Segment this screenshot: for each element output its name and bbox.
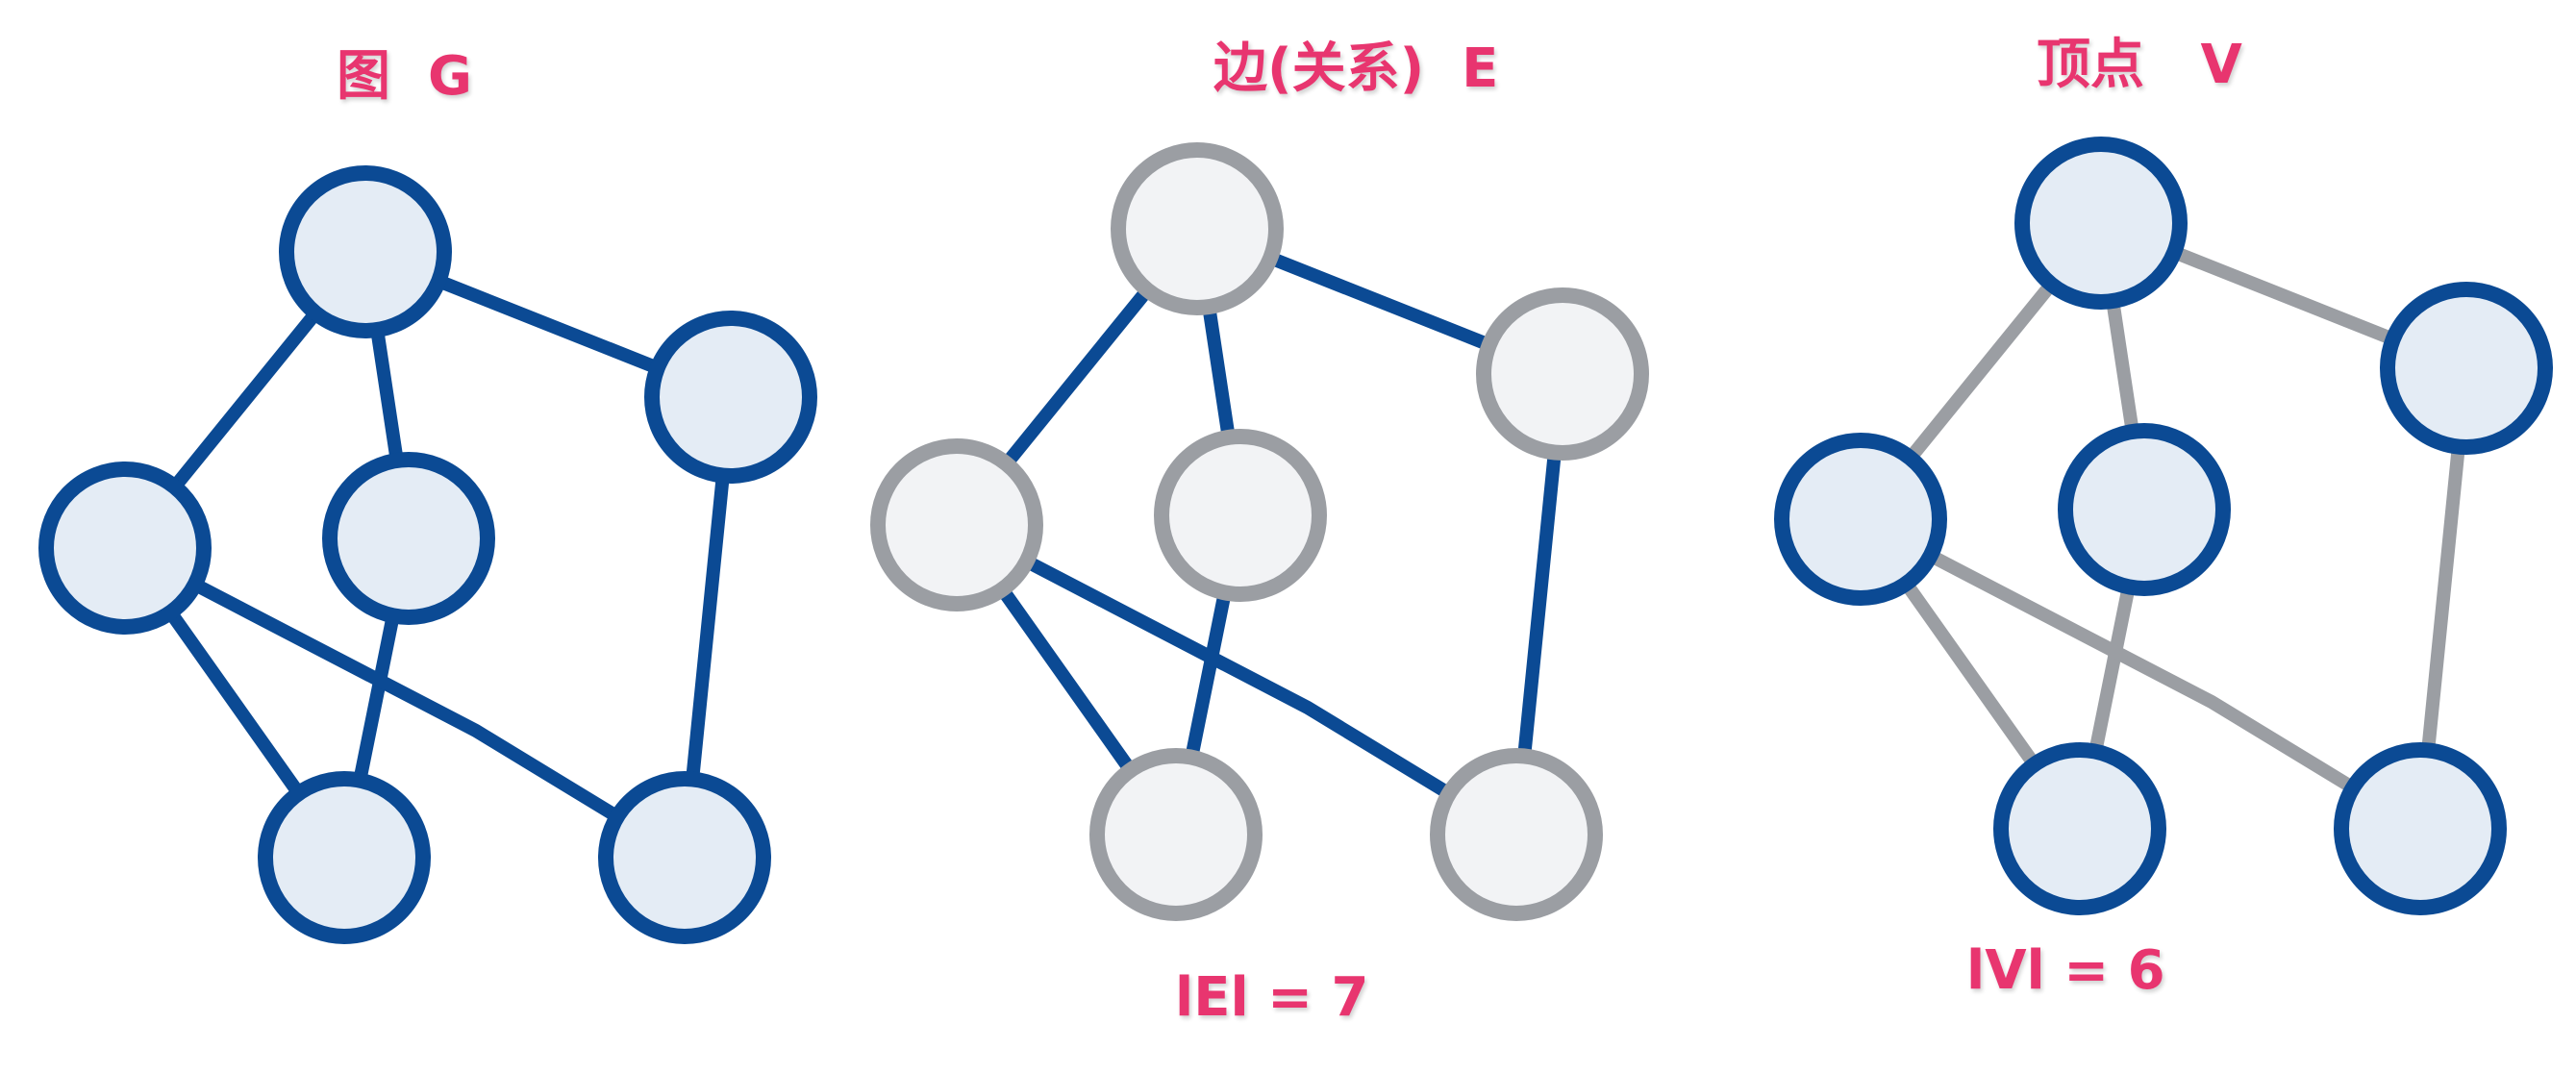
vertex-count-label: lVl = 6 — [1966, 939, 2165, 1002]
vertices-title: 顶点 V — [2037, 34, 2242, 96]
graph-edge-4 — [686, 472, 730, 783]
edges-title: 边(关系) E — [1213, 37, 1499, 100]
edges-node-4 — [870, 438, 1043, 611]
edge-count-label: lEl = 7 — [1175, 966, 1369, 1029]
graph-title: 图 G — [337, 45, 472, 108]
graph-edge-3 — [370, 327, 404, 463]
vertices-node-6 — [2334, 742, 2507, 915]
graph-edge-6 — [354, 612, 399, 784]
graph-edge-2 — [170, 309, 320, 491]
vertices-node-5 — [1993, 742, 2166, 915]
edges-edge-6 — [1186, 589, 1231, 761]
vertices-edge-1 — [2170, 246, 2397, 345]
graph-edge-7 — [191, 579, 621, 822]
vertices-node-1 — [2014, 137, 2188, 310]
graph-diagram — [38, 165, 817, 944]
graph-node-1 — [279, 165, 452, 338]
edges-node-2 — [1476, 287, 1649, 461]
edges-edge-1 — [1266, 252, 1493, 351]
edges-edge-5 — [997, 586, 1136, 774]
vertices-node-4 — [1774, 433, 1947, 606]
vertices-edge-5 — [1901, 580, 2039, 768]
vertices-node-3 — [2058, 423, 2231, 596]
edges-edge-4 — [1517, 449, 1562, 760]
vertices-edge-3 — [2106, 298, 2139, 435]
graph-node-4 — [38, 462, 212, 635]
edges-node-3 — [1154, 429, 1327, 602]
graph-node-2 — [644, 311, 817, 484]
vertices-edge-4 — [2421, 443, 2465, 754]
vertices-edge-6 — [2089, 584, 2135, 755]
graph-edge-5 — [165, 609, 304, 797]
vertices-diagram — [1774, 137, 2553, 915]
vertices-edge-7 — [1927, 550, 2357, 793]
graph-node-3 — [322, 452, 495, 625]
edges-node-6 — [1430, 748, 1603, 921]
graph-node-5 — [258, 771, 431, 944]
edges-node-1 — [1111, 142, 1284, 315]
edges-edge-3 — [1202, 304, 1236, 440]
vertices-edge-2 — [1906, 280, 2056, 462]
vertices-node-2 — [2380, 282, 2553, 455]
edges-diagram — [870, 142, 1649, 921]
graph-edge-1 — [435, 275, 662, 374]
edges-edge-7 — [1023, 556, 1453, 799]
edges-node-5 — [1089, 748, 1263, 921]
edges-edge-2 — [1002, 286, 1152, 468]
graph-node-6 — [598, 771, 771, 944]
